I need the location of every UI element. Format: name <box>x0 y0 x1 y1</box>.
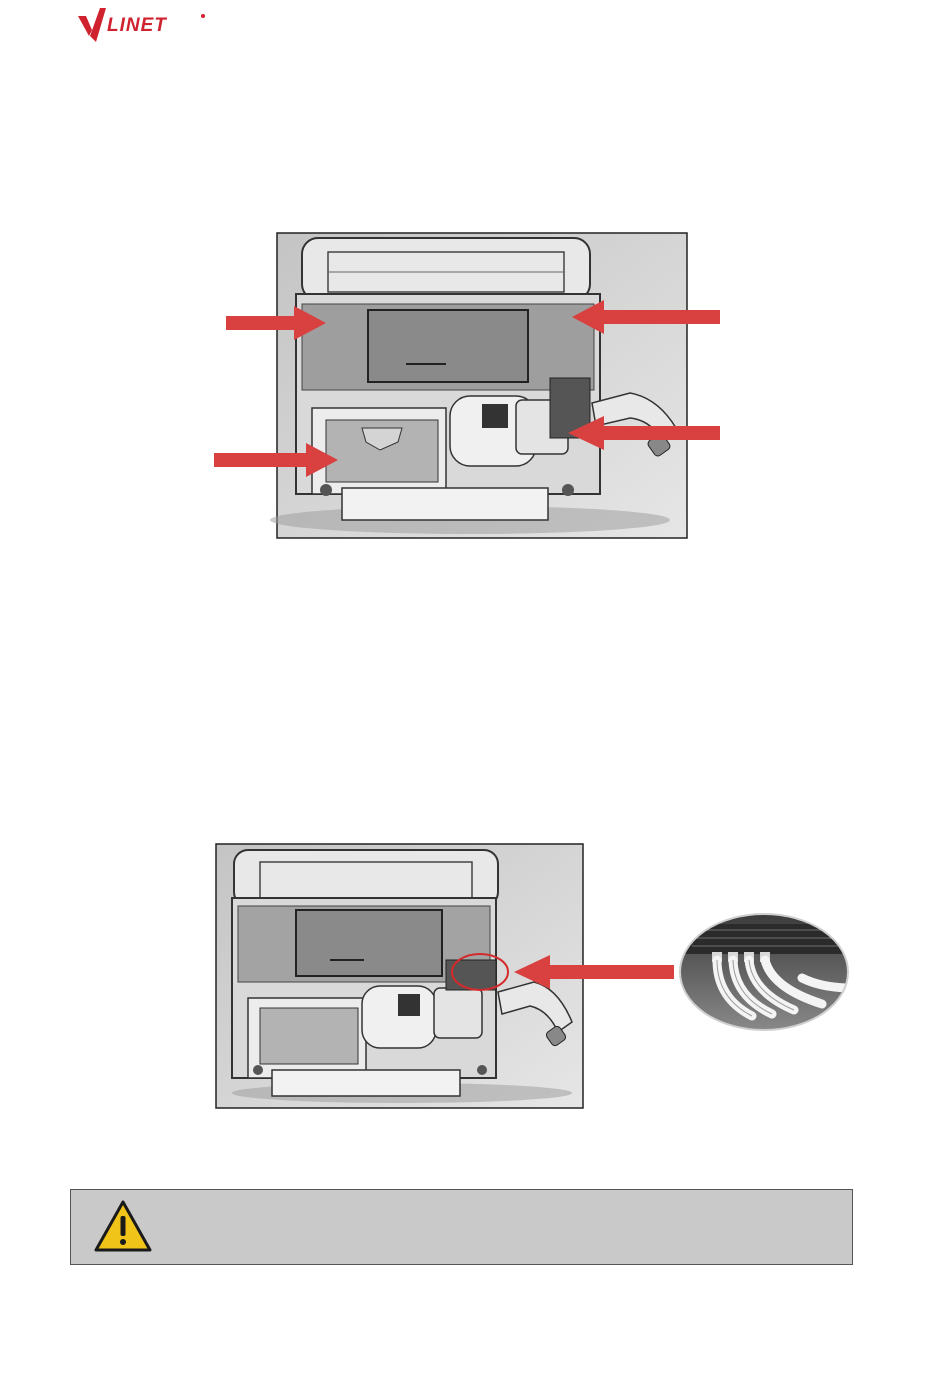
device-figure-arrows <box>210 228 722 546</box>
svg-text:LINET: LINET <box>107 15 167 36</box>
warning-triangle-icon <box>93 1199 153 1253</box>
warning-box <box>70 1189 853 1265</box>
linet-logo: LINET <box>76 4 208 44</box>
connector-detail-inset <box>678 912 852 1032</box>
device-figure-connector-detail <box>212 838 852 1114</box>
